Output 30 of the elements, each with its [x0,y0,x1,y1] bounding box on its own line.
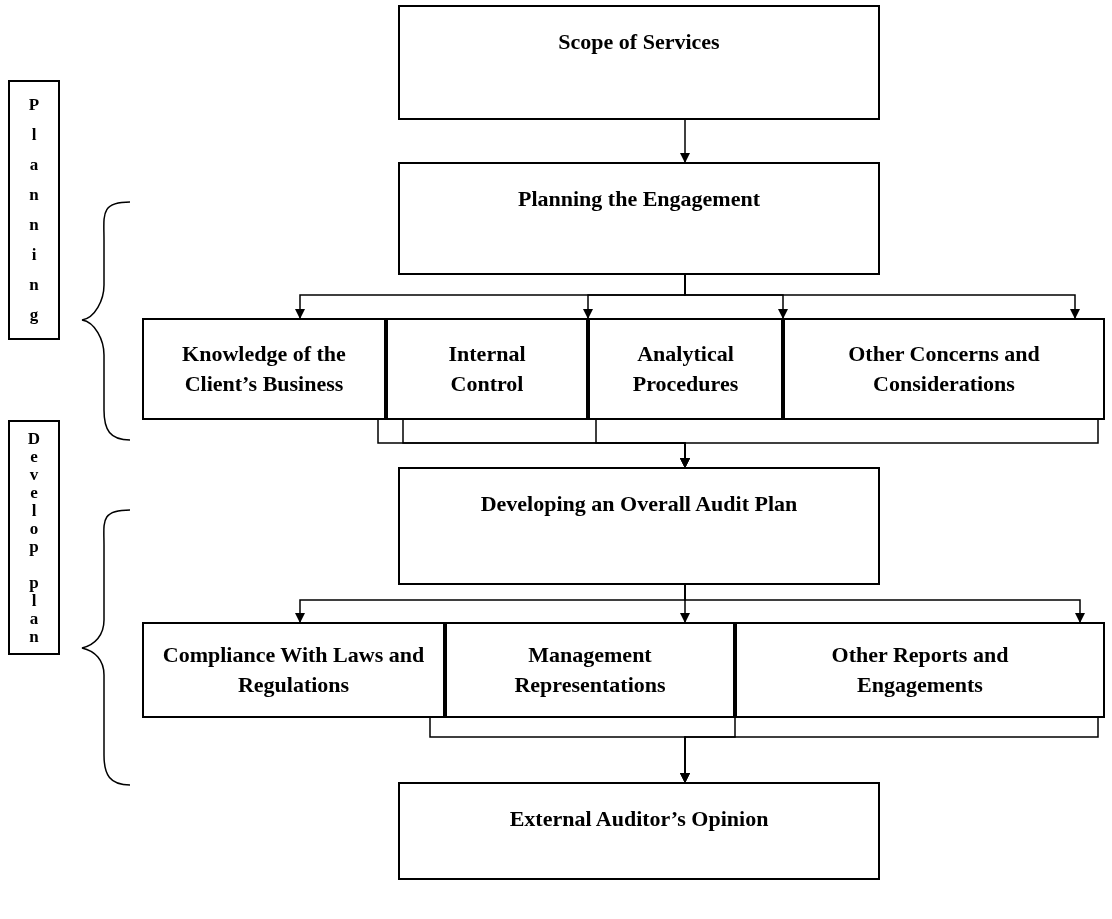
box-label: Other Reports and Engagements [830,641,1010,699]
box-label: Compliance With Laws and Regulations [161,641,426,699]
process-box [398,782,880,880]
vertical-label: Planning [27,94,41,326]
box-label: Internal Control [447,340,527,398]
arrow [680,119,690,163]
box-label: Other Concerns and Considerations [847,340,1041,398]
box-label: Scope of Services [558,28,720,56]
process-box [398,5,880,120]
process-box [783,318,1105,420]
box-label: Developing an Overall Audit Plan [480,490,798,518]
process-box [142,318,386,420]
process-box [386,318,588,420]
arrow [680,717,1099,783]
process-box [142,622,445,718]
box-label: External Auditor’s Opinion [509,805,769,833]
process-box [398,467,880,585]
box-label: Analytical Procedures [631,340,740,398]
vertical-label-box [8,420,60,655]
box-label: Planning the Engagement [518,185,760,213]
vertical-label: Develop plan [26,429,42,646]
box-label: Management Representations [513,641,667,699]
arrow [684,584,1085,623]
box-label: Knowledge of the Client’s Business [181,340,347,398]
arrow [680,419,1099,468]
process-box [445,622,735,718]
process-box [735,622,1105,718]
vertical-label-box [8,80,60,340]
process-box [398,162,880,275]
process-box [588,318,783,420]
